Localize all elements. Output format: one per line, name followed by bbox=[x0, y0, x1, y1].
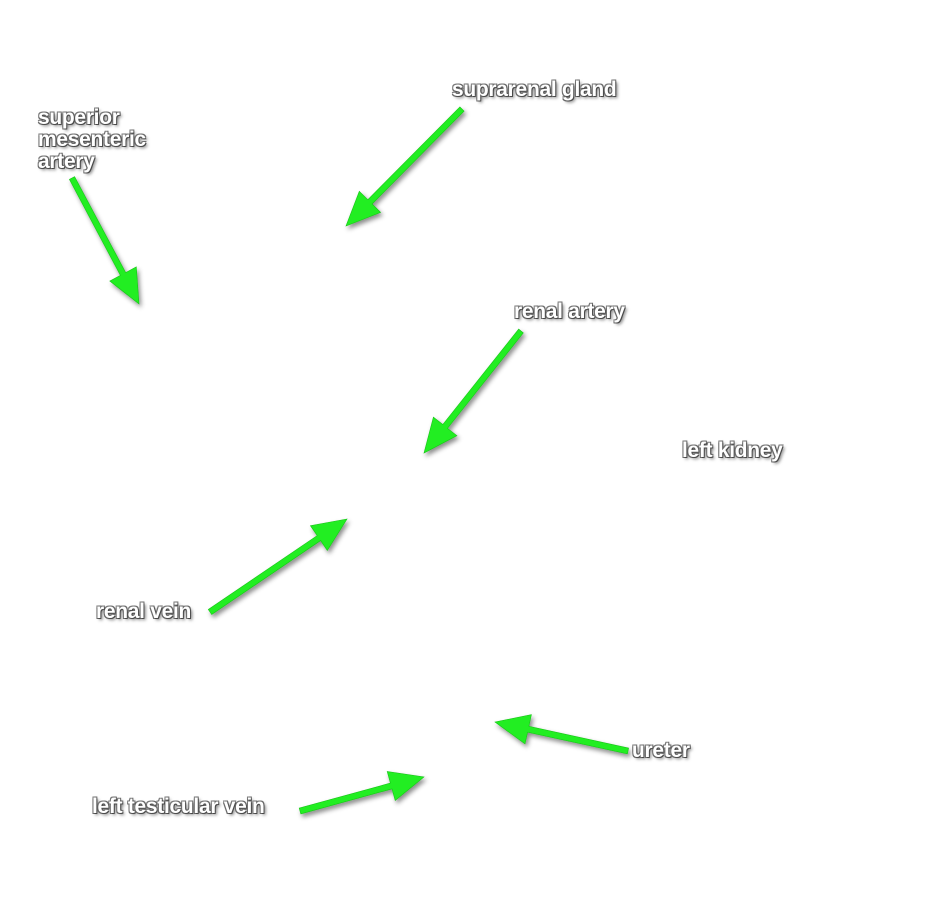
label-line: superior bbox=[38, 106, 120, 129]
label-line: artery bbox=[38, 150, 95, 173]
label-renal-vein: renal vein bbox=[96, 600, 192, 623]
label-left-testicular-vein: left testicular vein bbox=[92, 795, 265, 818]
label-suprarenal-gland: suprarenal gland bbox=[452, 78, 617, 101]
arrow-left-testicular-vein bbox=[298, 771, 425, 815]
label-ureter: ureter bbox=[632, 739, 690, 762]
label-superior-mesenteric-artery: superior mesenteric artery bbox=[38, 107, 146, 173]
arrow-renal-vein bbox=[207, 518, 348, 615]
label-renal-artery: renal artery bbox=[514, 300, 625, 323]
arrow-renal-artery bbox=[423, 328, 524, 454]
arrow-ureter bbox=[494, 714, 629, 755]
arrow-suprarenal-gland bbox=[345, 106, 465, 227]
arrow-superior-mesenteric-artery bbox=[68, 176, 140, 305]
label-left-kidney: left kidney bbox=[682, 439, 783, 462]
label-line: mesenteric bbox=[38, 128, 146, 151]
